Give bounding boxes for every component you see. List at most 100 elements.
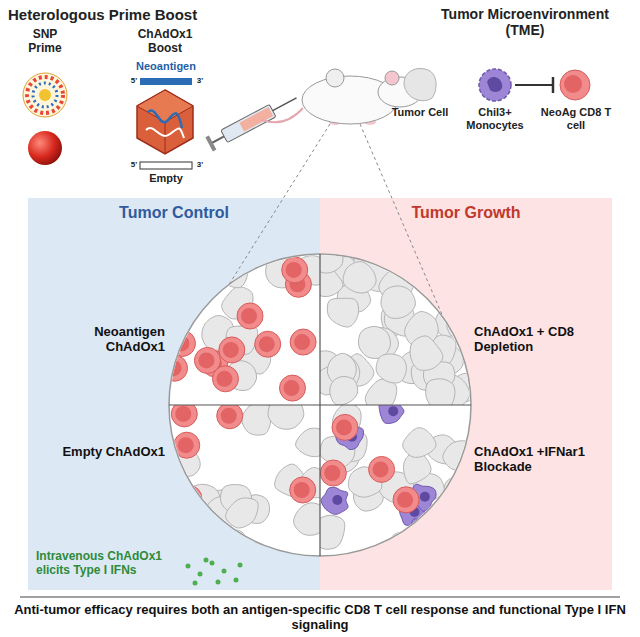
t-cell (393, 487, 419, 513)
t-cell (279, 375, 305, 401)
tumor-cell (439, 273, 473, 308)
tumor-cell (403, 428, 436, 458)
t-cell (332, 414, 358, 440)
monocyte (417, 529, 443, 556)
prime-particle (28, 131, 62, 165)
snp-nanoparticle (23, 73, 67, 117)
tumor-cell (219, 530, 246, 558)
condition-label: ChAdOx1 + CD8 Depletion (474, 325, 606, 355)
monocyte (379, 399, 404, 423)
inhibition-arrow (515, 84, 553, 86)
t-cell (162, 355, 188, 381)
tumor-cell (219, 253, 247, 287)
tumor-cell (423, 521, 456, 551)
tumor-cell (358, 326, 390, 358)
legend-label: NeoAg CD8 T cell (537, 106, 615, 131)
tumor-cell (182, 518, 211, 549)
t-cell (290, 329, 316, 355)
tumor-cell (294, 503, 329, 535)
cell-field (162, 243, 479, 564)
tumor-cell (410, 336, 443, 370)
monocyte (321, 487, 348, 514)
t-cell (237, 303, 263, 329)
tumor-cell (330, 376, 358, 405)
tumor-cell (390, 532, 423, 560)
tumor-cell (437, 255, 469, 288)
monocyte-icon (479, 69, 511, 101)
quadrant-divider (319, 254, 320, 556)
ifn-note: Intravenous ChAdOx1 elicits Type I IFNs (36, 550, 181, 578)
section-heading: Heterologous Prime Boost (8, 6, 258, 23)
tumor-cell (226, 498, 259, 528)
quadrant-cells (171, 399, 329, 557)
ifn-dots (186, 558, 243, 586)
t-cell (425, 513, 451, 539)
tumor-circle (169, 254, 471, 556)
inhibition-bar (552, 77, 555, 93)
tumor-cell (434, 251, 461, 281)
tumor-cell (444, 476, 473, 507)
tumor-cell (327, 298, 358, 327)
tumor-cell (409, 531, 441, 564)
quadrant-cells (308, 243, 478, 413)
t-cell (169, 330, 195, 356)
tumor-cell (435, 262, 465, 298)
insert-label: Empty (136, 172, 196, 185)
tumor-cell (311, 246, 343, 273)
caption: Anti-tumor efficacy requires both an ant… (12, 603, 628, 633)
tumor-cell (376, 354, 406, 383)
legend-label: Chil3+ Monocytes (452, 106, 538, 131)
tumor-cell (268, 399, 304, 429)
strand-end: 5' (128, 160, 140, 169)
t-cell (290, 477, 316, 503)
tumor-cell (381, 286, 415, 318)
tumor-cell (445, 277, 476, 309)
result-panel: Tumor Growth (320, 198, 612, 590)
strand-end: 3' (194, 76, 206, 85)
legend-label: Tumor Cell (385, 106, 455, 119)
t-cell (177, 259, 203, 285)
tumor-cell (443, 441, 475, 470)
neoantigen-insert-bar (140, 78, 192, 85)
t-cell (217, 403, 243, 429)
t-cell (282, 257, 308, 283)
condition-label: ChAdOx1 +IFNar1 Blockade (474, 445, 606, 475)
tumor-cell (435, 306, 467, 337)
t-cell (194, 347, 220, 373)
tumor-cell (242, 403, 272, 435)
boost-label: ChAdOx1 Boost (128, 28, 202, 56)
strand-end: 3' (194, 160, 206, 169)
t-cell (369, 456, 395, 482)
condition-label: Neoantigen ChAdOx1 (60, 325, 165, 355)
tumor-cell (447, 306, 477, 339)
t-cell (255, 331, 281, 357)
panel-heading: Tumor Control (28, 198, 320, 222)
tumor-cell (343, 262, 376, 293)
quadrant-cells (313, 399, 475, 564)
monocyte (442, 527, 467, 550)
tumor-cell (199, 526, 228, 557)
tumor-cell-icon (404, 69, 436, 101)
quadrant-cells (162, 253, 331, 401)
result-panel: Tumor Control (28, 198, 320, 590)
t-cell (176, 485, 202, 511)
monocyte (409, 519, 434, 545)
t-cell (320, 460, 346, 486)
t-cell (177, 261, 203, 287)
section-heading: Tumor Microenvironment (TME) (420, 6, 630, 38)
tumor-cell (296, 428, 329, 457)
t-cell (190, 263, 216, 289)
insert-label: Neoantigen (128, 60, 204, 73)
t-cell (219, 337, 245, 363)
prime-label: SNP Prime (20, 28, 70, 56)
strand-end: 5' (128, 76, 140, 85)
t-cell (174, 432, 200, 458)
tumor-cell (430, 511, 462, 540)
chadox1-vector (137, 90, 193, 154)
condition-label: Empty ChAdOx1 (60, 445, 165, 460)
empty-insert-bar (140, 162, 192, 169)
t-cell-icon (560, 70, 590, 100)
caption-rule (20, 597, 620, 598)
panel-heading: Tumor Growth (320, 198, 612, 222)
